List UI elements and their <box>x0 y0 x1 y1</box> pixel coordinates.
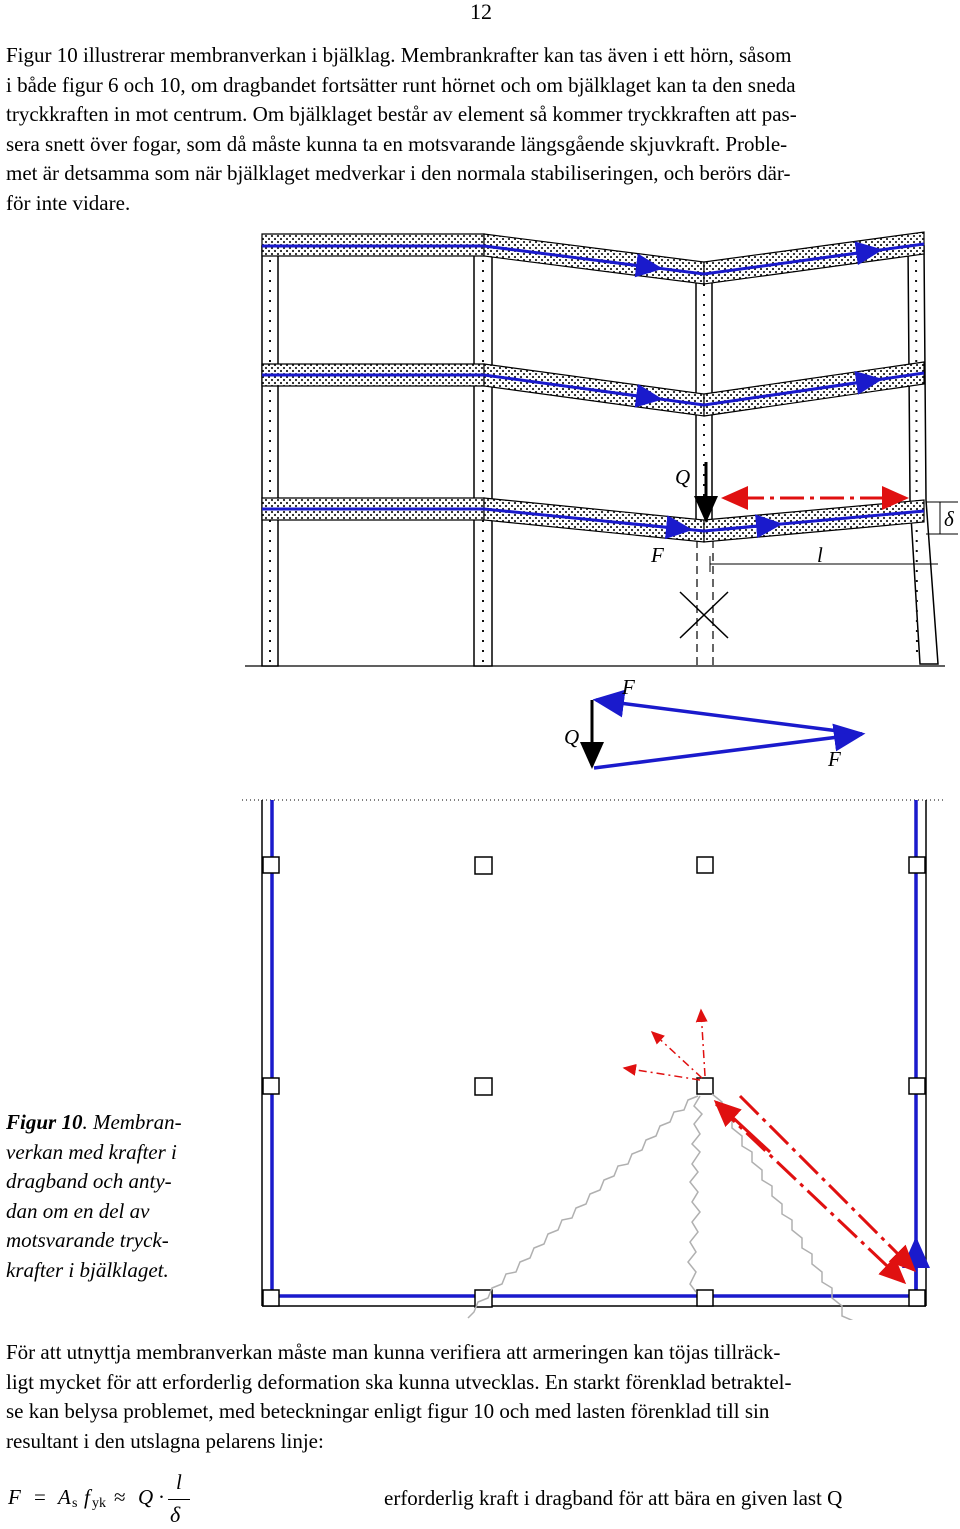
caption-line: motsvarande tryck- <box>6 1228 169 1252</box>
formula-f: f <box>84 1485 90 1509</box>
formula-num: l <box>176 1470 182 1494</box>
text-line: resultant i den utslagna pelarens linje: <box>6 1428 324 1453</box>
force-triangle <box>580 689 866 770</box>
column-4 <box>907 245 939 665</box>
caption-line: dragband och anty- <box>6 1169 172 1193</box>
text-line: met är detsamma som när bjälklaget medve… <box>6 161 791 185</box>
beam-level-2 <box>261 361 925 417</box>
formula-q: Q <box>138 1485 154 1509</box>
formula-description: erforderlig kraft i dragband för att bär… <box>384 1486 843 1510</box>
caption-line: krafter i bjälklaget. <box>6 1257 169 1282</box>
caption-label: Figur 10 <box>6 1110 83 1134</box>
formula-a: A <box>58 1485 71 1509</box>
label-f-mid: F <box>650 543 664 567</box>
label-delta: δ <box>944 507 955 531</box>
beam-level-3 <box>261 231 925 285</box>
caption-line: dan om en del av <box>6 1198 150 1223</box>
figure-caption: Figur 10. Membran- verkan med krafter i … <box>6 1108 246 1285</box>
formula-dot: · <box>158 1485 165 1509</box>
text-line: i både figur 6 och 10, om dragbandet for… <box>6 72 796 97</box>
label-f-triangle-top: F <box>621 675 635 699</box>
text-line: ligt mycket för att erforderlig deformat… <box>6 1369 792 1394</box>
text-line: För att utnyttja membranverkan måste man… <box>6 1340 781 1364</box>
verification-paragraph: För att utnyttja membranverkan måste man… <box>6 1338 956 1456</box>
formula-f-sub: yk <box>92 1496 106 1511</box>
text-line: Figur 10 illustrerar membranverkan i bjä… <box>6 43 792 67</box>
text-line: för inte vidare. <box>6 190 131 215</box>
removed-column <box>679 540 729 666</box>
text-line: se kan belysa problemet, med beteckninga… <box>6 1399 770 1423</box>
page-number: 12 <box>470 0 492 24</box>
formula-fraction-bar <box>168 1499 190 1500</box>
caption-line: verkan med krafter i <box>6 1139 177 1164</box>
column-2 <box>473 245 493 667</box>
formula: F = A s f yk ≈ Q · l δ <box>8 1470 208 1528</box>
formula-lhs: F <box>8 1485 21 1509</box>
label-l: l <box>817 543 823 567</box>
intro-paragraph: Figur 10 illustrerar membranverkan i bjä… <box>6 41 956 218</box>
text-line: sera snett över fogar, som då måste kunn… <box>6 131 788 156</box>
plan-view <box>242 799 945 1320</box>
formula-eq: = <box>34 1485 46 1509</box>
beam-level-1 <box>261 497 925 543</box>
formula-den: δ <box>170 1502 181 1527</box>
membrane-figure: Q F l δ F Q F <box>242 231 958 1320</box>
caption-line: . Membran- <box>82 1110 182 1134</box>
formula-a-sub: s <box>72 1496 78 1511</box>
formula-approx: ≈ <box>114 1485 126 1509</box>
text-line: tryckkraften in mot centrum. Om bjälklag… <box>6 102 797 126</box>
label-f-triangle-right: F <box>827 747 841 771</box>
label-q-triangle: Q <box>564 725 579 749</box>
label-q-top: Q <box>675 465 690 489</box>
column-1 <box>261 245 279 667</box>
